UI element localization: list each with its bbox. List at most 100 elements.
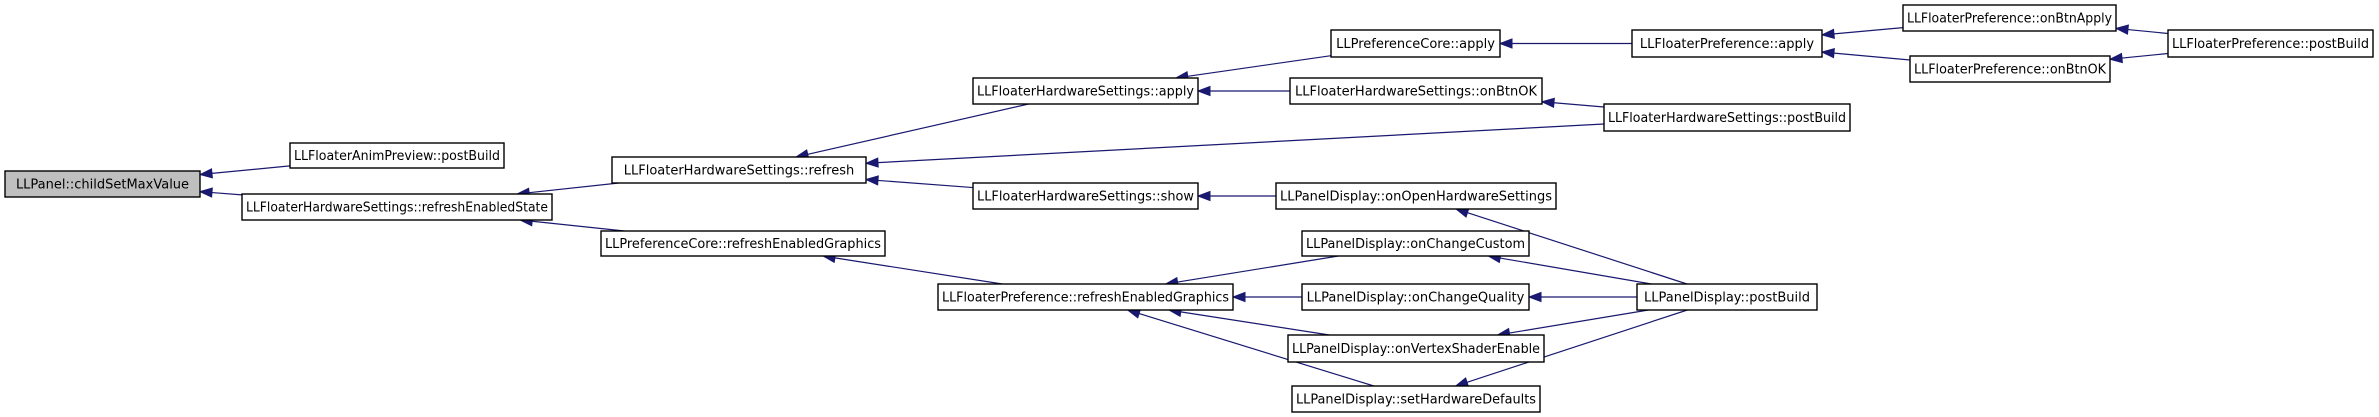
node-box (1291, 385, 1541, 413)
edge-line (1833, 52, 1911, 61)
edge-arrowhead (1498, 38, 1513, 49)
node-box (600, 230, 886, 257)
node[interactable]: LLFloaterHardwareSettings::refreshEnable… (241, 193, 553, 221)
node[interactable]: LLPanelDisplay::postBuild (1636, 283, 1818, 311)
node-label: LLFloaterPreference::refreshEnabledGraph… (942, 291, 1229, 306)
edge-n16-n9 (1540, 97, 1605, 109)
node-box (2167, 29, 2374, 58)
node[interactable]: LLFloaterPreference::onBtnApply (1902, 4, 2117, 32)
node[interactable]: LLPanelDisplay::onChangeQuality (1301, 283, 1530, 311)
node-root[interactable]: LLPanel::childSetMaxValue (4, 170, 201, 198)
node-label: LLPanelDisplay::onChangeQuality (1307, 291, 1525, 306)
edge-n16-n3 (864, 123, 1605, 168)
node[interactable]: LLFloaterHardwareSettings::refresh (611, 156, 867, 184)
node-label: LLFloaterHardwareSettings::show (977, 190, 1194, 205)
edge-line (1180, 311, 1330, 336)
edge-n20-n18 (2114, 24, 2169, 35)
node[interactable]: LLPreferenceCore::refreshEnabledGraphics (600, 230, 886, 257)
edge-n6-n3 (864, 175, 974, 189)
node-label: LLFloaterHardwareSettings::onBtnOK (1295, 85, 1537, 100)
edge-n17-n11 (1486, 252, 1652, 285)
edge-line (834, 257, 1003, 285)
node-box (1301, 283, 1530, 311)
edge-line (211, 191, 243, 196)
node-box (241, 193, 553, 221)
node[interactable]: LLPanelDisplay::setHardwareDefaults (1291, 385, 1541, 413)
edge-arrowhead (198, 168, 213, 179)
node-label: LLFloaterHardwareSettings::apply (977, 85, 1194, 100)
node-box (1603, 103, 1851, 132)
node-box (611, 156, 867, 184)
node-label: LLPanelDisplay::onVertexShaderEnable (1292, 342, 1540, 357)
node[interactable]: LLPanelDisplay::onChangeCustom (1301, 230, 1530, 257)
node[interactable]: LLFloaterPreference::apply (1631, 29, 1823, 58)
edge-line (807, 103, 1029, 155)
node-label: LLFloaterAnimPreview::postBuild (294, 149, 500, 164)
edge-line (1509, 309, 1649, 334)
node[interactable]: LLFloaterHardwareSettings::apply (972, 77, 1199, 105)
node-label: LLPanelDisplay::setHardwareDefaults (1296, 393, 1536, 408)
edge-n9-n5 (1196, 85, 1290, 97)
edge-n18-n15 (1820, 27, 1904, 40)
edge-line (1833, 27, 1904, 35)
edge-arrowhead (1231, 291, 1246, 303)
edge-n17-n12 (1527, 291, 1637, 303)
node-label: LLPreferenceCore::refreshEnabledGraphics (605, 237, 881, 252)
node[interactable]: LLFloaterPreference::onBtnOK (1909, 55, 2111, 83)
node-label: LLPreferenceCore::apply (1336, 37, 1495, 52)
edge-arrowhead (1196, 190, 1211, 202)
node-box (1902, 4, 2117, 32)
edge-line (1553, 102, 1605, 108)
node-box (289, 142, 505, 169)
node[interactable]: LLPreferenceCore::apply (1330, 29, 1501, 58)
node[interactable]: LLPanelDisplay::onOpenHardwareSettings (1275, 182, 1557, 210)
node[interactable]: LLFloaterAnimPreview::postBuild (289, 142, 505, 169)
node-label: LLFloaterPreference::postBuild (2172, 37, 2369, 52)
node[interactable]: LLFloaterPreference::refreshEnabledGraph… (937, 283, 1234, 311)
edge-arrowhead (1196, 85, 1211, 97)
edge-arrowhead (198, 187, 213, 198)
nodes-layer: LLPanel::childSetMaxValue LLFloaterAnimPr… (4, 4, 2374, 413)
edge-line (1138, 312, 1375, 387)
edge-n10-n6 (1196, 190, 1276, 202)
node-label: LLFloaterPreference::onBtnOK (1914, 63, 2106, 78)
edge-n8-n5 (1174, 55, 1332, 82)
edge-n5-n3 (794, 103, 1029, 160)
node-label: LLPanelDisplay::onChangeCustom (1306, 237, 1525, 252)
node[interactable]: LLFloaterHardwareSettings::postBuild (1603, 103, 1851, 132)
edge-line (532, 220, 625, 232)
edge-n19-n15 (1820, 47, 1911, 61)
node-label: LLFloaterHardwareSettings::refreshEnable… (246, 201, 548, 216)
edge-line (1187, 55, 1332, 77)
node-label: LLFloaterHardwareSettings::postBuild (1608, 111, 1846, 126)
edge-arrowhead (2108, 52, 2123, 64)
node-box (1301, 230, 1530, 257)
edge-line (1500, 257, 1652, 285)
edge-arrowhead (1820, 47, 1835, 59)
edge-n2-n0 (198, 187, 243, 198)
edge-arrowhead (1540, 97, 1555, 109)
edge-line (877, 179, 974, 189)
node-box (1287, 334, 1545, 363)
node-box (1909, 55, 2111, 83)
node-label: LLPanelDisplay::postBuild (1644, 291, 1810, 306)
node[interactable]: LLFloaterPreference::postBuild (2167, 29, 2374, 58)
edge-n15-n8 (1498, 38, 1632, 49)
node[interactable]: LLFloaterHardwareSettings::show (972, 182, 1199, 210)
node-box (1275, 182, 1557, 210)
node-box (972, 77, 1199, 105)
edge-arrowhead (2114, 24, 2129, 35)
node[interactable]: LLFloaterHardwareSettings::onBtnOK (1289, 77, 1543, 105)
edge-n12-n7 (1231, 291, 1302, 303)
node-box (1330, 29, 1501, 58)
edge-n20-n19 (2108, 52, 2169, 64)
edge-n11-n7 (1164, 255, 1339, 288)
node-box (1289, 77, 1543, 105)
edge-n13-n7 (1167, 306, 1330, 336)
node[interactable]: LLPanelDisplay::onVertexShaderEnable (1287, 334, 1545, 363)
edge-n17-n13 (1496, 309, 1649, 339)
edge-line (211, 165, 291, 175)
node-box (972, 182, 1199, 210)
edge-line (2127, 28, 2169, 35)
